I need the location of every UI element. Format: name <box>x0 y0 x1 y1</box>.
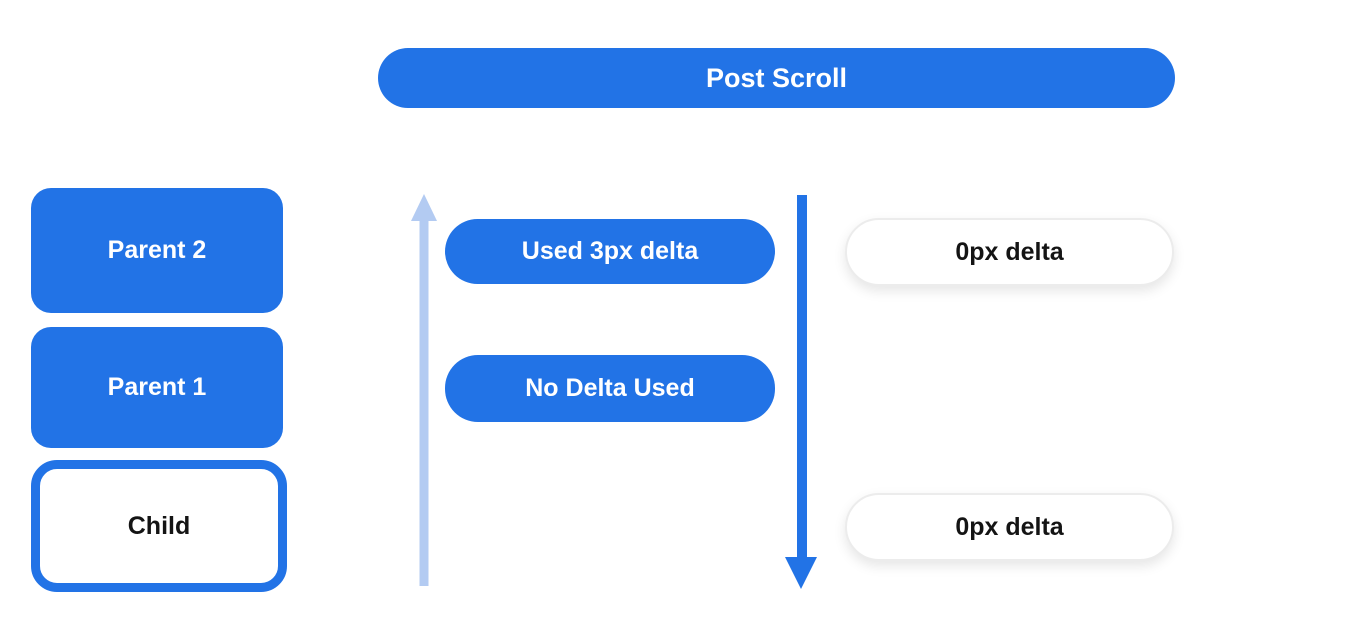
parent-2-label: Parent 2 <box>107 236 207 264</box>
post-scroll-header-pill: Post Scroll <box>378 48 1175 108</box>
no-delta-used-label: No Delta Used <box>525 374 695 402</box>
used-3px-delta-pill: Used 3px delta <box>445 219 775 284</box>
scroll-up-arrow-icon <box>411 194 437 586</box>
zero-delta-bottom-label: 0px delta <box>955 512 1064 541</box>
zero-delta-top-label: 0px delta <box>955 237 1064 266</box>
zero-delta-bottom-pill: 0px delta <box>845 493 1174 561</box>
used-3px-delta-label: Used 3px delta <box>521 237 699 265</box>
parent-2-box: Parent 2 <box>31 188 283 313</box>
child-label: Child <box>127 511 191 540</box>
post-scroll-label: Post Scroll <box>705 62 848 93</box>
scroll-down-arrow-icon <box>785 195 817 589</box>
no-delta-used-pill: No Delta Used <box>445 355 775 422</box>
parent-1-label: Parent 1 <box>107 373 207 401</box>
zero-delta-top-pill: 0px delta <box>845 218 1174 286</box>
parent-1-box: Parent 1 <box>31 327 283 448</box>
child-box: Child <box>31 460 287 592</box>
